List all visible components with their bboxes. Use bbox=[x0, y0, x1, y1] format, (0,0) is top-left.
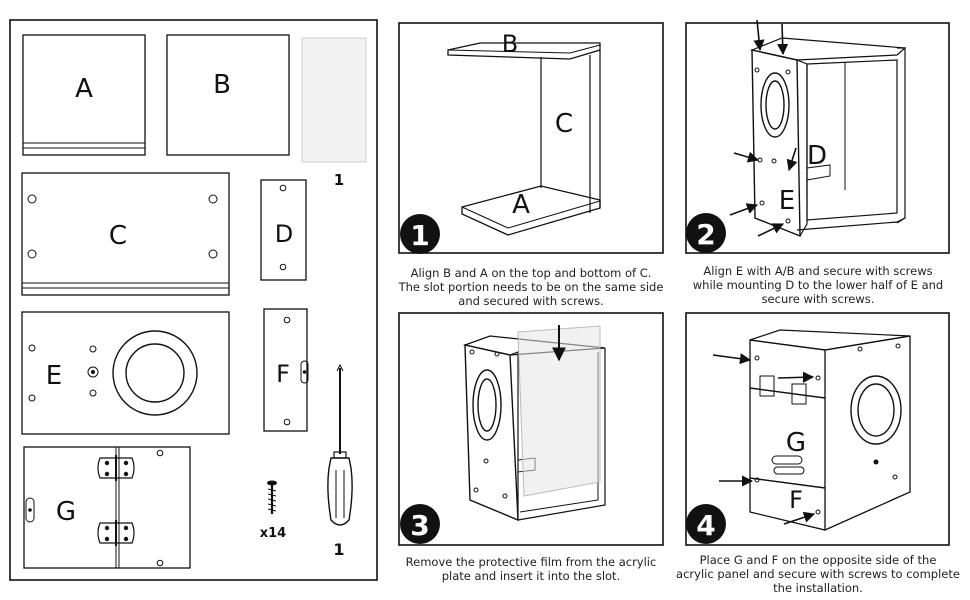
step-1-caption-line: Align B and A on the top and bottom of C… bbox=[410, 266, 652, 280]
step-4-caption-line: the installation. bbox=[773, 581, 863, 595]
step-4-number: 4 bbox=[696, 509, 715, 542]
step-3-badge bbox=[400, 504, 440, 544]
part-c: C bbox=[21, 172, 230, 296]
step-4-caption: Place G and F on the opposite side of th… bbox=[668, 553, 968, 595]
screwdriver-quantity: 1 bbox=[333, 540, 344, 559]
part-f: F bbox=[263, 308, 309, 432]
step-4-badge bbox=[686, 504, 726, 544]
step-1-badge bbox=[400, 214, 440, 254]
hinge-bottom bbox=[97, 520, 135, 546]
step-1-caption-line: and secured with screws. bbox=[458, 294, 604, 308]
screw-quantity: x14 bbox=[260, 526, 286, 541]
step-1-label-c: C bbox=[555, 109, 573, 139]
step-4-panel: G F 4 bbox=[685, 312, 950, 546]
step-2-caption-line: while mounting D to the lower half of E … bbox=[692, 278, 944, 292]
acrylic-sheet bbox=[517, 325, 601, 497]
step-4-label-g: G bbox=[786, 428, 806, 458]
step-2-badge bbox=[686, 213, 726, 253]
parts-panel: A B 1 C D bbox=[9, 19, 378, 581]
step-4-label-f: F bbox=[789, 486, 803, 514]
part-c-label: C bbox=[109, 221, 127, 251]
step-4-caption-line: acrylic panel and secure with screws to … bbox=[676, 567, 960, 581]
acrylic-plate: 1 bbox=[301, 37, 367, 189]
part-g: G bbox=[23, 446, 191, 569]
step-4-caption-line: Place G and F on the opposite side of th… bbox=[699, 553, 937, 567]
part-f-label: F bbox=[276, 360, 290, 388]
hinge-top bbox=[97, 455, 135, 481]
part-e: E bbox=[21, 311, 230, 435]
part-e-label: E bbox=[46, 361, 62, 391]
step-1-caption: Align B and A on the top and bottom of C… bbox=[392, 266, 670, 308]
acrylic-quantity: 1 bbox=[334, 171, 344, 189]
step-3-number: 3 bbox=[410, 509, 429, 542]
step-2-panel: D E 2 bbox=[685, 19, 950, 254]
part-d: D bbox=[260, 179, 307, 281]
step-2-label-e: E bbox=[779, 186, 795, 216]
step-3-caption-line: plate and insert it into the slot. bbox=[441, 569, 621, 583]
part-b-label: B bbox=[213, 70, 231, 100]
step-3-panel: 3 bbox=[398, 312, 664, 546]
step-1-label-a: A bbox=[512, 190, 530, 220]
part-d-label: D bbox=[275, 220, 293, 248]
part-a: A bbox=[22, 34, 146, 156]
step-1-caption-line: The slot portion needs to be on the same… bbox=[398, 280, 664, 294]
screw-icon: x14 bbox=[260, 480, 286, 541]
step-2-label-d: D bbox=[807, 141, 827, 171]
step-2-number: 2 bbox=[696, 218, 715, 251]
step-3-caption: Remove the protective film from the acry… bbox=[392, 555, 670, 583]
step-2-caption-line: secure with screws. bbox=[761, 292, 875, 306]
step-1-label-b: B bbox=[502, 30, 518, 58]
part-a-label: A bbox=[75, 74, 93, 104]
step-1-panel: B C A 1 bbox=[398, 22, 664, 254]
step-3-caption-line: Remove the protective film from the acry… bbox=[405, 555, 657, 569]
step-2-caption: Align E with A/B and secure with screws … bbox=[680, 264, 956, 306]
step-1-number: 1 bbox=[410, 219, 429, 252]
part-g-label: G bbox=[56, 497, 76, 527]
part-b: B bbox=[166, 34, 290, 156]
step-2-caption-line: Align E with A/B and secure with screws bbox=[703, 264, 933, 278]
screwdriver-icon: 1 bbox=[327, 363, 353, 559]
